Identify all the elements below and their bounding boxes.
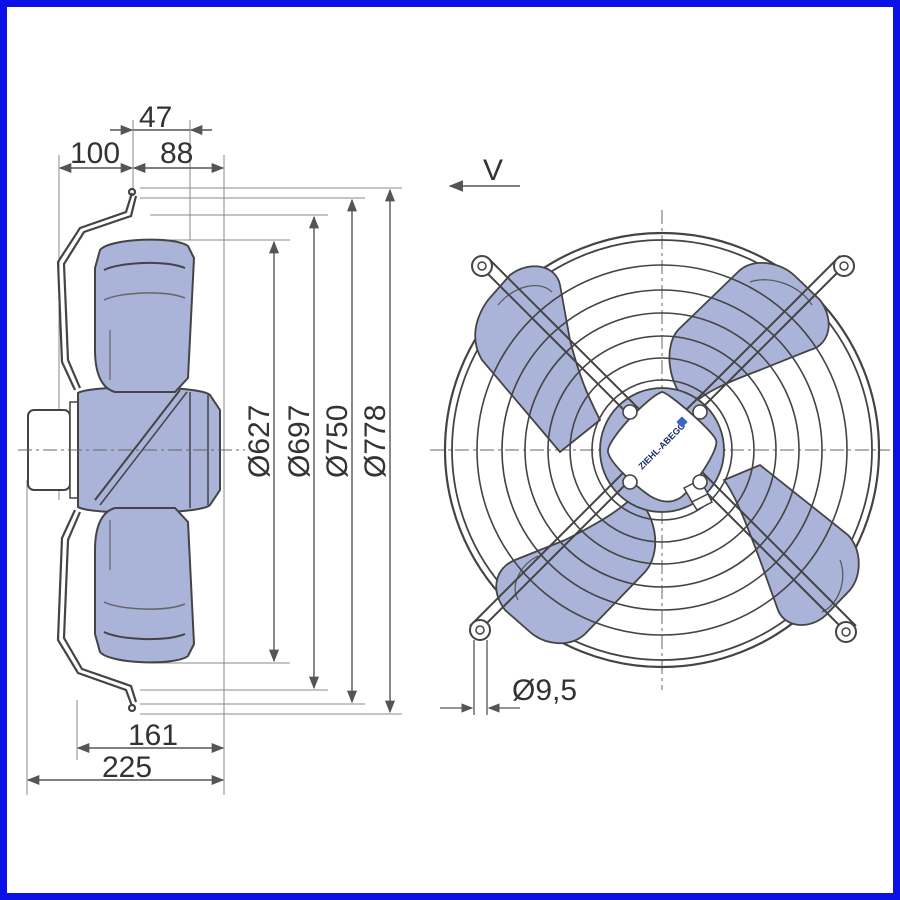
diameter-dimension-lines xyxy=(268,188,396,714)
dia-778-label: Ø778 xyxy=(359,405,392,478)
bottom-dimension-lines xyxy=(26,742,225,786)
front-view: V xyxy=(430,154,890,715)
dia-697-label: Ø697 xyxy=(283,405,316,478)
blade-upper-left xyxy=(474,265,602,454)
guard-rings xyxy=(476,264,848,636)
d697-label-bg xyxy=(286,385,310,485)
d778-label-bg xyxy=(362,385,386,485)
side-blade-lower xyxy=(94,507,196,664)
outer-rings xyxy=(443,231,881,669)
dia-627-label: Ø627 xyxy=(243,405,276,478)
lug-top-left xyxy=(471,255,493,277)
fan-technical-drawing: 47 100 88 161 225 Ø627 Ø697 Ø750 Ø778 V xyxy=(18,101,890,795)
lug-bottom-right xyxy=(835,621,857,643)
terminal-box: ZIEHL-ABEGG xyxy=(607,391,718,511)
d750-label-bg xyxy=(324,385,348,485)
mounting-lug-holes xyxy=(475,261,851,637)
dim-88-label: 88 xyxy=(160,137,193,170)
d627-label-bg xyxy=(246,385,270,485)
blade-lower-left xyxy=(495,493,657,645)
top-dimension-lines xyxy=(58,124,225,174)
blade-details xyxy=(497,279,844,613)
airflow-label: V xyxy=(483,154,503,187)
side-blade-upper xyxy=(94,238,196,393)
dim-225-label: 225 xyxy=(102,751,152,784)
dim-100-label: 100 xyxy=(70,137,120,170)
side-extension-lines xyxy=(26,120,402,795)
side-view: 47 100 88 161 225 Ø627 Ø697 Ø750 Ø778 xyxy=(18,101,402,795)
side-mount-bracket xyxy=(56,187,138,713)
brand-logo-icon xyxy=(676,416,688,428)
dia-750-label: Ø750 xyxy=(321,405,354,478)
hub-screws xyxy=(622,404,708,490)
hole-dim-label: Ø9,5 xyxy=(512,674,577,707)
dim-47-label: 47 xyxy=(139,101,172,134)
hole-dimension-lines xyxy=(440,640,520,715)
dim-161-label: 161 xyxy=(128,719,178,752)
lug-bottom-left xyxy=(469,619,491,641)
mounting-lugs xyxy=(469,255,857,643)
lug-top-right xyxy=(833,255,855,277)
blade-upper-right xyxy=(668,262,830,410)
